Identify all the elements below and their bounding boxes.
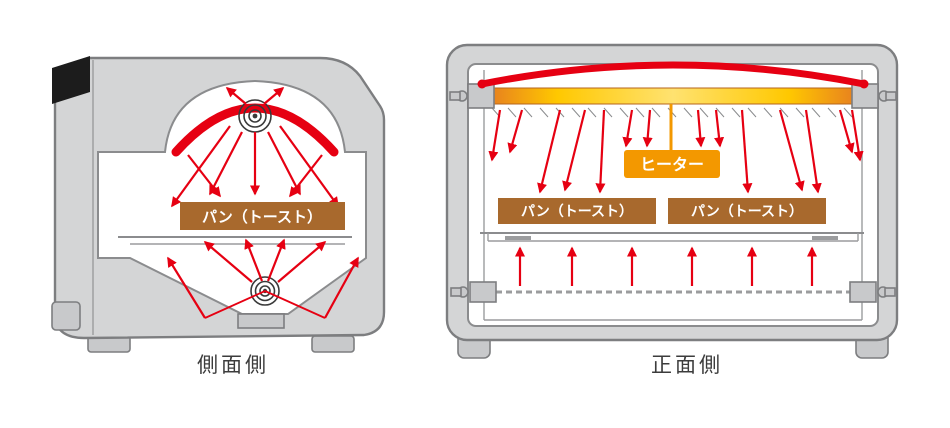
side-view-right-foot [311, 335, 355, 353]
front-view-bread-box-right [668, 198, 826, 224]
front-view-caption: 正面側 [651, 354, 723, 377]
side-view-group: パン（トースト） 側面側 [51, 56, 386, 377]
front-view-top-heat-rays [488, 109, 864, 194]
front-view-reflector-arc [478, 61, 868, 88]
front-view-bread-box-left [498, 198, 656, 224]
side-view-reflector-arc [171, 103, 339, 157]
front-view-heater-right-cap [851, 83, 897, 109]
front-view-heater-label-box [624, 150, 720, 178]
side-view-bread-label: パン（トースト） [202, 208, 322, 226]
side-view-bread-box [180, 202, 345, 230]
side-view-handle-block [51, 301, 81, 331]
side-view-cavity [97, 79, 367, 315]
front-view-bottom-heater-right-cap [849, 281, 896, 303]
front-view-group: ヒーター パン（トースト） パン（トースト） [445, 43, 899, 377]
front-view-heater-left-cap [449, 83, 495, 109]
front-view-arc-end-left [477, 79, 487, 89]
front-view-bread-left-label: パン（トースト） [521, 203, 633, 219]
front-view-bottom-heat-rays [514, 246, 818, 286]
side-view-hinge-black-part [52, 56, 90, 104]
front-view-bottom-heater-left-cap [450, 281, 497, 303]
front-view-rack [480, 232, 864, 242]
side-view-top-heat-rays [171, 87, 339, 208]
front-view-heater-tube [491, 87, 855, 105]
side-view-caption: 側面側 [197, 354, 269, 377]
front-view-bread-right-label: パン（トースト） [691, 203, 803, 219]
front-view-heater-label: ヒーター [640, 156, 704, 174]
side-view-bottom-heat-rays [167, 238, 359, 319]
side-view-top-heater-coil [238, 99, 272, 133]
front-view-arc-end-right [859, 79, 869, 89]
side-view-crumb-outlet [237, 313, 285, 329]
front-view-reflector-hatch [491, 107, 853, 118]
side-view-bottom-heater-coil [250, 276, 280, 306]
